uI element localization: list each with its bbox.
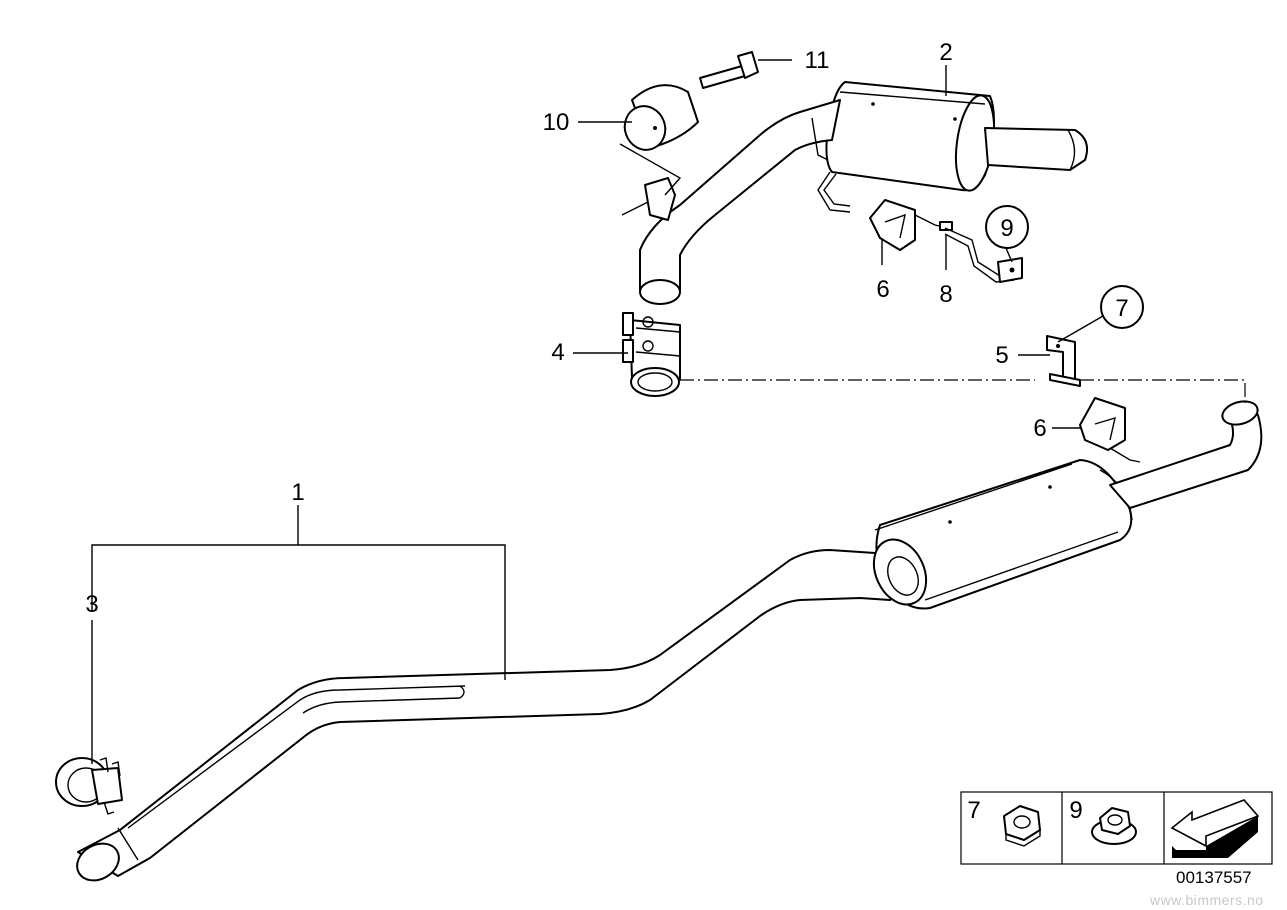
- part-4-clamp[interactable]: [622, 312, 681, 397]
- callout-3: 3: [85, 591, 98, 618]
- callout-2: 2: [939, 39, 952, 66]
- callout-9-circle: [985, 205, 1029, 249]
- part-3-clamp[interactable]: [55, 757, 123, 815]
- part-8-bracket[interactable]: [944, 227, 1023, 283]
- forward-direction-arrow-icon: [1170, 799, 1260, 858]
- callout-7: 7: [1115, 295, 1128, 322]
- callout-5: 5: [995, 342, 1008, 369]
- callout-8: 8: [939, 281, 952, 308]
- callout-4: 4: [551, 339, 564, 366]
- callout-labels: 1 2 3 4 5 6 6 8 10 11 7 9: [85, 39, 1144, 618]
- legend-item-9-number: 9: [1069, 797, 1082, 824]
- callout-1: 1: [291, 479, 304, 506]
- leader-lines: [91, 59, 1246, 764]
- part-5-bracket[interactable]: [1046, 335, 1081, 387]
- callout-6-lower: 6: [1033, 415, 1046, 442]
- hex-nut-icon: [1003, 805, 1041, 847]
- callout-7-circle: [1100, 285, 1144, 329]
- callout-11: 11: [805, 47, 830, 74]
- watermark: www.bimmers.no: [1150, 892, 1264, 908]
- part-10-rubber-bumper[interactable]: [619, 84, 699, 155]
- hardware-legend: 7 9: [960, 791, 1273, 865]
- callout-6-upper: 6: [876, 276, 889, 303]
- flange-nut-icon: [1091, 807, 1137, 845]
- legend-item-7-number: 7: [967, 797, 980, 824]
- part-11-bolt[interactable]: [699, 51, 759, 89]
- document-number: 00137557: [1176, 868, 1252, 887]
- callout-10: 10: [543, 109, 570, 136]
- mounting-bracket: [621, 177, 676, 221]
- part-6-rubber-mount-upper[interactable]: [869, 199, 953, 251]
- part-2-rear-silencer[interactable]: [639, 81, 1088, 305]
- callout-9: 9: [1000, 215, 1013, 242]
- part-1-exhaust-pipe-assembly[interactable]: [70, 398, 1263, 888]
- part-6-rubber-mount-lower[interactable]: [1079, 397, 1141, 463]
